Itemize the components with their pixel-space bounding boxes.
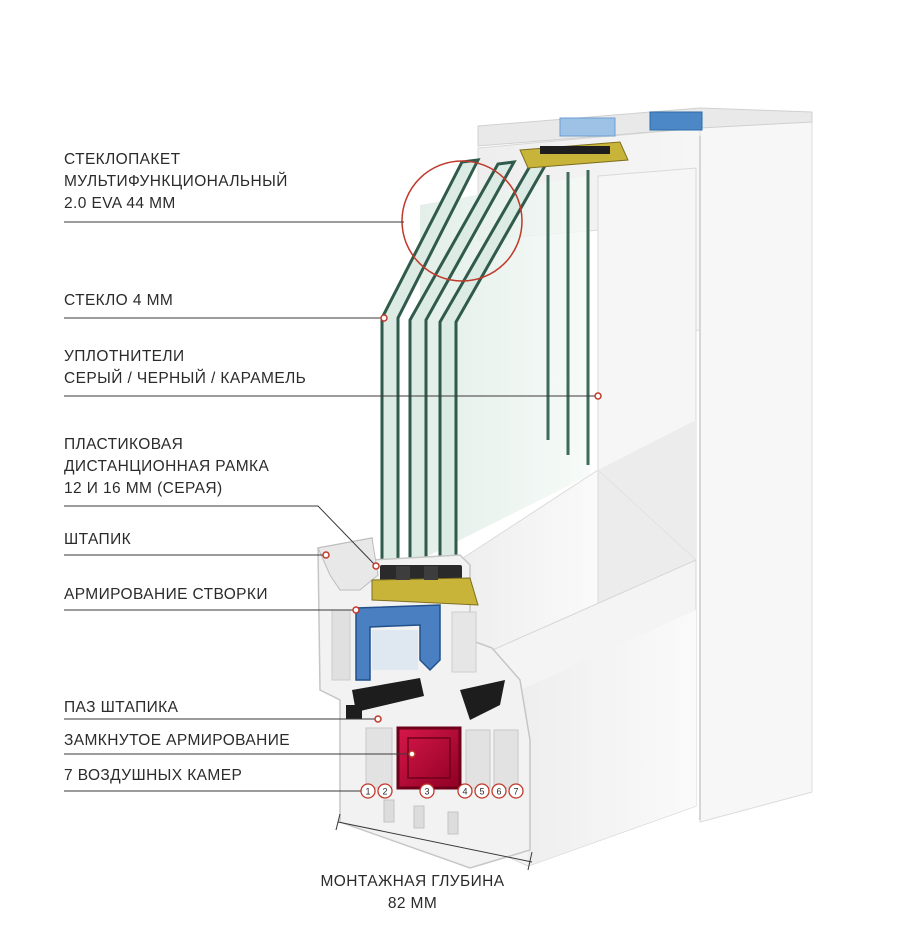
chamber-badge-1: 1 bbox=[360, 783, 376, 799]
depth-line: 82 ММ bbox=[387, 895, 438, 912]
callout-line: ШТАПИК bbox=[64, 531, 132, 548]
callout-line: 12 И 16 ММ (СЕРАЯ) bbox=[64, 480, 223, 497]
mounting-depth-label: МОНТАЖНАЯ ГЛУБИНА 82 ММ bbox=[300, 871, 525, 915]
callout-glass-4mm: СТЕКЛО 4 ММ bbox=[64, 290, 173, 312]
frame-top-chamber bbox=[649, 111, 703, 131]
callout-line: МУЛЬТИФУНКЦИОНАЛЬНЫЙ bbox=[64, 173, 288, 190]
callout-line: СТЕКЛОПАКЕТ bbox=[64, 151, 181, 168]
callout-line: ДИСТАНЦИОННАЯ РАМКА bbox=[64, 458, 270, 475]
callout-spacer-frame: ПЛАСТИКОВАЯ ДИСТАНЦИОННАЯ РАМКА 12 И 16 … bbox=[64, 434, 269, 500]
leader-lines bbox=[64, 221, 598, 871]
depth-line: МОНТАЖНАЯ ГЛУБИНА bbox=[320, 873, 505, 890]
svg-text:7: 7 bbox=[513, 787, 518, 797]
callout-line: 7 ВОЗДУШНЫХ КАМЕР bbox=[64, 767, 243, 784]
chamber-badge-7: 7 bbox=[508, 783, 524, 799]
marker-dots bbox=[322, 314, 602, 758]
callout-air-chambers: 7 ВОЗДУШНЫХ КАМЕР bbox=[64, 765, 242, 787]
chamber-badge-3: 3 bbox=[419, 783, 435, 799]
callout-bead-groove: ПАЗ ШТАПИКА bbox=[64, 697, 178, 719]
callout-line: СТЕКЛО 4 ММ bbox=[64, 292, 174, 309]
svg-text:1: 1 bbox=[365, 787, 370, 797]
callout-line: АРМИРОВАНИЕ СТВОРКИ bbox=[64, 586, 268, 603]
callout-line: 2.0 EVA 44 ММ bbox=[64, 195, 176, 212]
svg-text:2: 2 bbox=[382, 787, 387, 797]
focus-circle bbox=[401, 160, 523, 282]
callout-line: ЗАМКНУТОЕ АРМИРОВАНИЕ bbox=[64, 732, 290, 749]
chamber-badge-5: 5 bbox=[474, 783, 490, 799]
chamber-badge-2: 2 bbox=[377, 783, 393, 799]
callout-line: ПЛАСТИКОВАЯ bbox=[64, 436, 184, 453]
chamber-badge-4: 4 bbox=[457, 783, 473, 799]
chamber-badge-6: 6 bbox=[491, 783, 507, 799]
callout-glass-unit: СТЕКЛОПАКЕТ МУЛЬТИФУНКЦИОНАЛЬНЫЙ 2.0 EVA… bbox=[64, 149, 288, 215]
callout-glazing-bead: ШТАПИК bbox=[64, 529, 131, 551]
svg-text:5: 5 bbox=[479, 787, 484, 797]
svg-text:6: 6 bbox=[496, 787, 501, 797]
svg-text:4: 4 bbox=[462, 787, 467, 797]
callout-line: ПАЗ ШТАПИКА bbox=[64, 699, 179, 716]
svg-text:3: 3 bbox=[424, 787, 429, 797]
callout-closed-reinforcement: ЗАМКНУТОЕ АРМИРОВАНИЕ bbox=[64, 730, 290, 752]
sash-reinforcement bbox=[355, 604, 441, 681]
glass-unit bbox=[380, 141, 629, 577]
callout-line: СЕРЫЙ / ЧЕРНЫЙ / КАРАМЕЛЬ bbox=[64, 370, 307, 387]
callout-sash-reinforcement: АРМИРОВАНИЕ СТВОРКИ bbox=[64, 584, 268, 606]
callout-line: УПЛОТНИТЕЛИ bbox=[64, 348, 185, 365]
chamber-badges: 1 2 3 4 5 6 7 bbox=[360, 783, 524, 799]
callout-seals: УПЛОТНИТЕЛИ СЕРЫЙ / ЧЕРНЫЙ / КАРАМЕЛЬ bbox=[64, 346, 306, 390]
